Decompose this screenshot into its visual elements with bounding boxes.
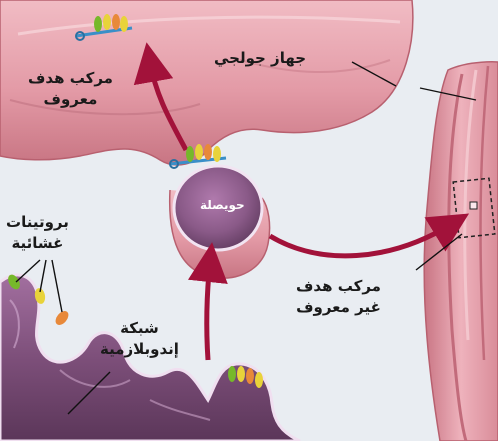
membrane-proteins-label-line2: غشائية xyxy=(6,233,69,254)
er-label-line1: شبكة xyxy=(100,318,179,339)
known-target-label-line2: معروف xyxy=(28,89,113,110)
unknown-target-label-line1: مركب هدف xyxy=(296,276,381,297)
golgi-label: جهاز جولجي xyxy=(214,48,306,69)
known-target-label: مركب هدف معروف xyxy=(28,68,113,110)
er-label-line2: إندوبلازمية xyxy=(100,339,179,360)
vesicle xyxy=(170,166,270,278)
known-target-label-line1: مركب هدف xyxy=(28,68,113,89)
vesicle-label: حويصلة xyxy=(200,198,245,212)
er-label: شبكة إندوبلازمية xyxy=(100,318,179,360)
membrane-proteins-label-line1: بروتينات xyxy=(6,212,69,233)
unknown-target-marker xyxy=(470,202,477,209)
unknown-target-label: مركب هدف غير معروف xyxy=(296,276,381,318)
golgi-label-text: جهاز جولجي xyxy=(214,48,306,69)
unknown-target-label-line2: غير معروف xyxy=(296,297,381,318)
membrane-proteins-label: بروتينات غشائية xyxy=(6,212,69,254)
